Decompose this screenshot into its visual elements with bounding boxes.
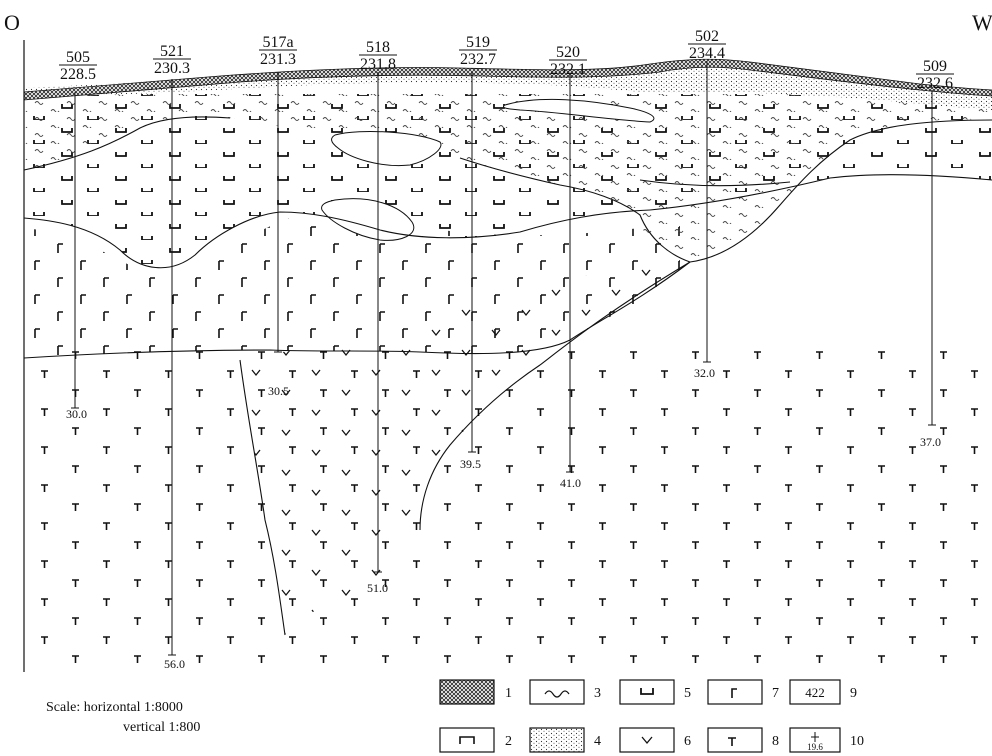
well-depth-505: 30.0: [66, 407, 87, 421]
well-depth-520: 41.0: [560, 476, 581, 490]
legend-num-2: 2: [505, 734, 512, 749]
well-number-509: 509: [923, 58, 947, 75]
legend-box-6: [619, 727, 675, 753]
well-number-502: 502: [695, 28, 719, 45]
well-number-518: 518: [366, 39, 390, 56]
legend-num-4: 4: [594, 734, 601, 749]
legend-num-8: 8: [772, 734, 779, 749]
legend-box-4: [529, 727, 585, 753]
scale-vertical: vertical 1:800: [123, 720, 200, 735]
legend-num-9: 9: [850, 686, 857, 701]
legend-cap-symbol: [459, 736, 475, 744]
well-elevation-518: 231.8: [360, 56, 396, 73]
boundary-lines: [23, 116, 992, 636]
legend-num-6: 6: [684, 734, 691, 749]
legend-gamma-symbol: [731, 688, 737, 698]
legend-cup-symbol: [640, 688, 654, 695]
legend-box-3: [529, 679, 585, 705]
well-elevation-519: 232.7: [460, 51, 496, 68]
well-number-517a: 517a: [262, 34, 293, 51]
legend-box-9-text: 422: [805, 685, 825, 700]
well-number-505: 505: [66, 49, 90, 66]
well-elevation-505: 228.5: [60, 66, 96, 83]
legend-num-5: 5: [684, 686, 691, 701]
legend-box-7: [707, 679, 763, 705]
legend-box-9: [789, 679, 841, 705]
legend-box-2: [439, 727, 495, 753]
legend-depth-tick-symbol: [811, 732, 819, 742]
layer-sand: [24, 62, 992, 110]
layer-v: [240, 260, 690, 635]
legend-box-5: [619, 679, 675, 705]
legend-num-3: 3: [594, 686, 601, 701]
layer-soil: [23, 58, 992, 101]
legend: 1 2 3 4 5 6 7 8 422 9 19.6 10: [439, 679, 864, 753]
legend-wave-symbol: [544, 690, 570, 698]
scale-horizontal: Scale: horizontal 1:8000: [46, 700, 183, 715]
well-depth-509: 37.0: [920, 435, 941, 449]
legend-tee-symbol: [728, 737, 736, 746]
lens-lower: [321, 198, 415, 241]
legend-box-1: [439, 679, 495, 705]
legend-box-8: [707, 727, 763, 753]
right-label: W: [972, 10, 992, 35]
layer-wave: [24, 94, 992, 260]
well-elevation-509: 232.6: [917, 75, 953, 92]
well-elevation-517a: 231.3: [260, 51, 296, 68]
well-number-519: 519: [466, 34, 490, 51]
lens-clay: [503, 98, 655, 123]
left-label: O: [4, 10, 20, 35]
lens-cup: [331, 130, 442, 167]
well-number-520: 520: [556, 44, 580, 61]
well-depth-502: 32.0: [694, 366, 715, 380]
legend-num-1: 1: [505, 686, 512, 701]
well-elevation-502: 234.4: [689, 45, 725, 62]
legend-num-7: 7: [772, 686, 779, 701]
well-elevation-521: 230.3: [154, 60, 190, 77]
well-depth-519: 39.5: [460, 457, 481, 471]
well-depth-518: 51.0: [367, 581, 388, 595]
well-depth-521: 56.0: [164, 657, 185, 671]
well-depth-517a: 30.5: [268, 384, 289, 398]
well-elevation-520: 232.1: [550, 61, 586, 78]
layer-tee: [24, 350, 992, 672]
legend-v-symbol: [641, 736, 653, 745]
legend-num-10: 10: [850, 734, 864, 749]
legend-box-10-text: 19.6: [807, 742, 823, 752]
well-number-521: 521: [160, 43, 184, 60]
